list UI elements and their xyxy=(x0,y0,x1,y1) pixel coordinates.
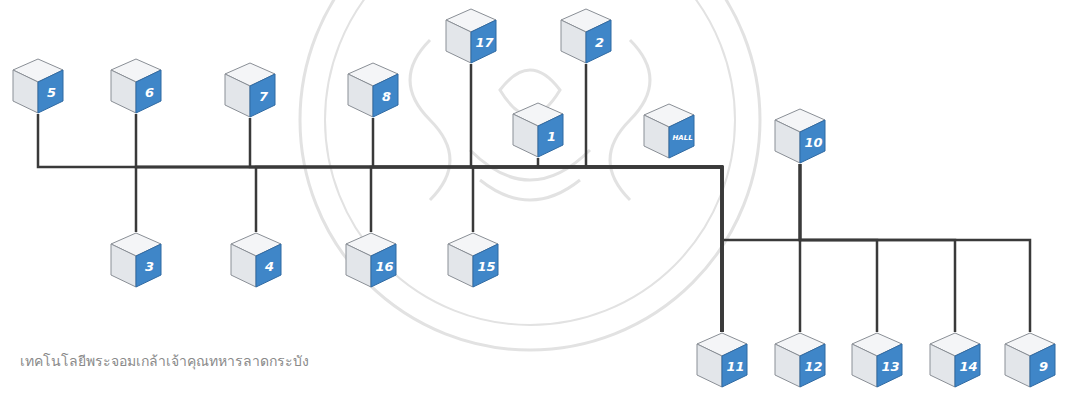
bus-line xyxy=(800,164,955,332)
node-number: 3 xyxy=(137,256,162,278)
watermark-text: เทคโนโลยีพระจอมเกล้าเจ้าคุณทหารลาดกระบัง xyxy=(20,350,309,372)
cube-shape xyxy=(110,58,162,114)
cube-shape xyxy=(347,62,399,118)
bus-line xyxy=(800,164,877,332)
bus-line xyxy=(38,114,722,332)
node-number: 10 xyxy=(801,132,826,154)
bus-line xyxy=(722,164,800,332)
cube-node: 8 xyxy=(347,62,399,118)
cube-node: 10 xyxy=(774,108,826,164)
cube-node: 9 xyxy=(1004,332,1056,388)
node-number: HALL xyxy=(670,127,695,149)
bus-line xyxy=(473,167,722,332)
bus-line xyxy=(250,118,722,332)
node-number: 13 xyxy=(878,356,903,378)
cube-node: 1 xyxy=(512,102,564,158)
cube-node: 14 xyxy=(929,332,981,388)
cube-node: 4 xyxy=(230,232,282,288)
cube-node: 17 xyxy=(445,8,497,64)
cube-node: 3 xyxy=(110,232,162,288)
cube-shape xyxy=(224,62,276,118)
node-number: 14 xyxy=(956,356,981,378)
cube-shape xyxy=(230,232,282,288)
node-number: 11 xyxy=(723,356,748,378)
bus-line xyxy=(471,64,722,332)
cube-node: 5 xyxy=(12,58,64,114)
cube-shape xyxy=(560,8,612,64)
cube-node: 16 xyxy=(345,232,397,288)
node-number: 2 xyxy=(587,32,612,54)
node-number: 9 xyxy=(1031,356,1056,378)
bus-line xyxy=(136,114,722,332)
node-number: 8 xyxy=(374,86,399,108)
cube-shape xyxy=(643,103,695,159)
bus-line xyxy=(371,167,722,332)
cube-shape xyxy=(12,58,64,114)
cube-node: 13 xyxy=(851,332,903,388)
node-number: 15 xyxy=(474,256,499,278)
bus-line xyxy=(538,158,722,332)
node-number: 1 xyxy=(539,126,564,148)
bus-line xyxy=(800,164,1030,332)
cube-node: 12 xyxy=(774,332,826,388)
cube-node: 7 xyxy=(224,62,276,118)
bus-line xyxy=(586,64,722,332)
bus-line xyxy=(256,167,722,332)
cube-node: HALL xyxy=(643,103,695,159)
node-number: 17 xyxy=(472,32,497,54)
cube-node: 2 xyxy=(560,8,612,64)
node-number: 7 xyxy=(251,86,276,108)
cube-shape xyxy=(512,102,564,158)
bus-line xyxy=(136,167,722,332)
node-number: 12 xyxy=(801,356,826,378)
cube-node: 6 xyxy=(110,58,162,114)
node-number: 16 xyxy=(372,256,397,278)
cube-shape xyxy=(1004,332,1056,388)
node-number: 6 xyxy=(137,82,162,104)
cube-shape xyxy=(110,232,162,288)
cube-node: 15 xyxy=(447,232,499,288)
node-number: 4 xyxy=(257,256,282,278)
node-number: 5 xyxy=(39,82,64,104)
cube-node: 11 xyxy=(696,332,748,388)
